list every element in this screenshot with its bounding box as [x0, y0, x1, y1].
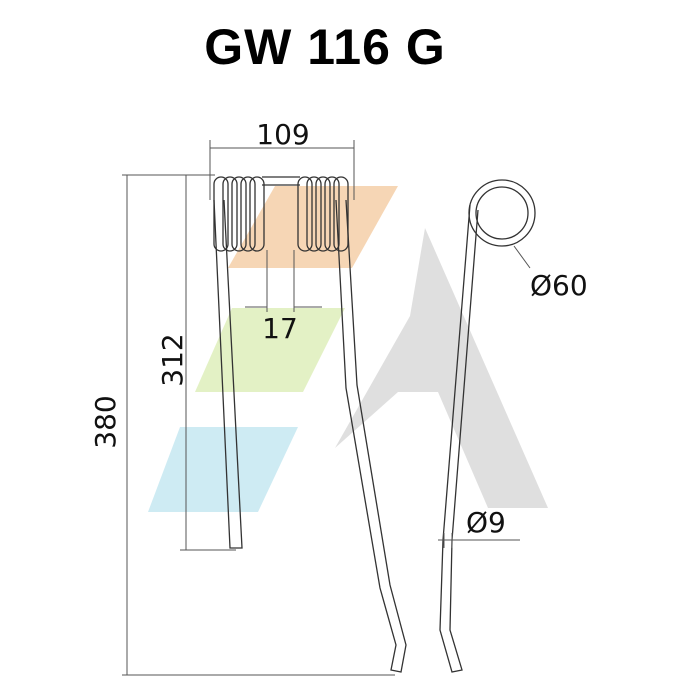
dimension-total-height-label: 380: [89, 395, 122, 448]
side-tine: [439, 204, 479, 673]
coil-outer-circle: [468, 179, 536, 247]
dimension-gap: 17: [245, 250, 322, 345]
dimension-leg-height-label: 312: [156, 333, 189, 386]
connecting-loop: [262, 176, 300, 186]
dimension-width: 109: [209, 118, 355, 200]
watermark-logo: [148, 186, 548, 512]
dimension-coil-diameter-label: Ø60: [530, 269, 588, 302]
dimension-wire-diameter: Ø9: [438, 506, 520, 548]
right-coil: [297, 176, 349, 252]
right-tine: [335, 199, 407, 673]
side-view: [439, 179, 536, 673]
left-tine: [213, 199, 243, 549]
dimension-coil-diameter: Ø60: [513, 245, 588, 302]
part-title: GW 116 G: [204, 19, 446, 75]
dimension-width-label: 109: [256, 118, 309, 151]
logo-orange-stripe: [228, 186, 398, 268]
logo-gray-a: [335, 228, 548, 508]
dimension-gap-label: 17: [262, 312, 298, 345]
dimension-wire-diameter-label: Ø9: [466, 506, 506, 539]
coil-inner-circle: [475, 186, 529, 240]
dimension-total-height: 380: [89, 174, 395, 676]
left-coil: [213, 176, 265, 252]
dimension-leg-height: 312: [156, 175, 236, 551]
logo-blue-stripe: [148, 427, 298, 512]
front-view: [213, 176, 407, 673]
